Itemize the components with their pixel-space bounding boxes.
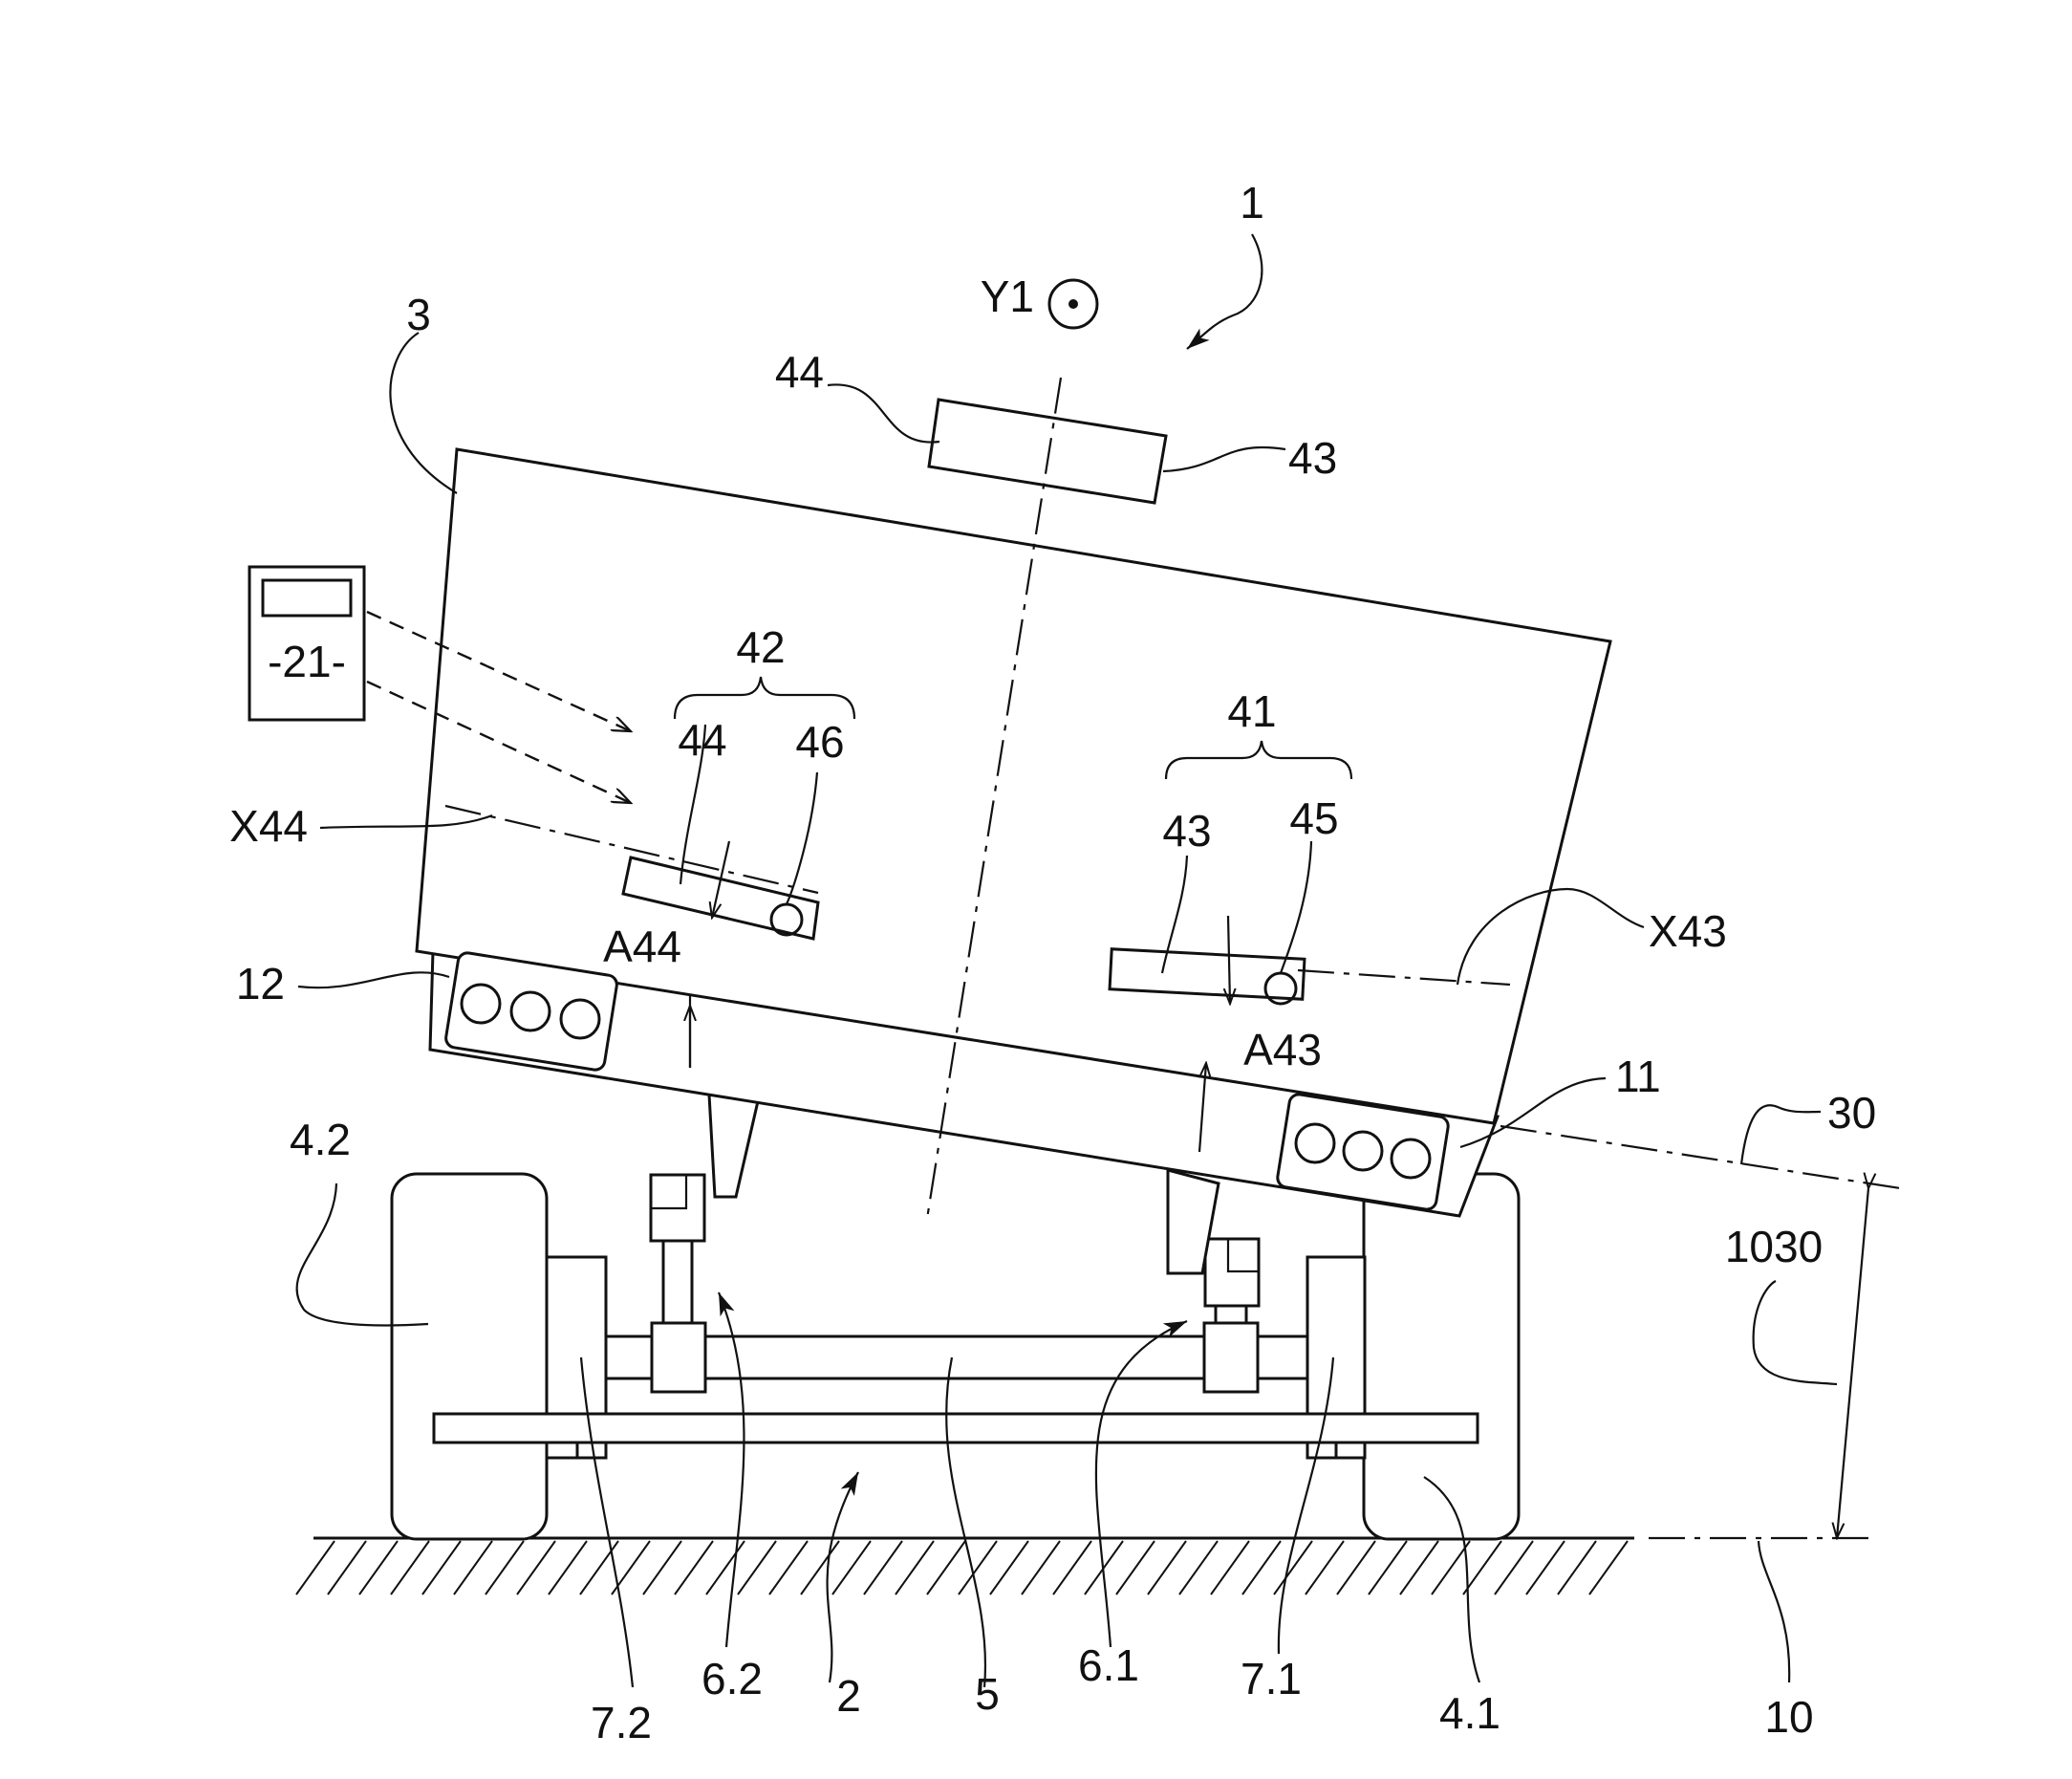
label-5: 5 [975, 1669, 1000, 1719]
hatch-stroke [643, 1541, 681, 1595]
label-3: 3 [406, 290, 431, 339]
label-43-top: 43 [1288, 433, 1337, 483]
hatch-stroke [328, 1541, 366, 1595]
axle-tube-5 [606, 1336, 1307, 1378]
leader-43-top [1163, 447, 1285, 471]
label-1: 1 [1240, 178, 1264, 228]
ground-hatching [296, 1541, 1628, 1595]
label-44-top: 44 [775, 347, 824, 397]
label-a44: A44 [603, 922, 681, 971]
label-x43: X43 [1649, 906, 1727, 956]
label-a43: A43 [1243, 1025, 1322, 1074]
actuator-6-1-base [1204, 1323, 1258, 1392]
hatch-stroke [1495, 1541, 1533, 1595]
hatch-stroke [1337, 1541, 1375, 1595]
hatch-stroke [864, 1541, 902, 1595]
label-10: 10 [1764, 1692, 1813, 1742]
hatch-stroke [675, 1541, 713, 1595]
label-11: 11 [1615, 1052, 1661, 1101]
hatch-stroke [738, 1541, 776, 1595]
label-46: 46 [795, 717, 844, 767]
hatch-stroke [896, 1541, 934, 1595]
hatch-stroke [1306, 1541, 1344, 1595]
bracket-6-2 [709, 1095, 758, 1197]
label-6-2: 6.2 [701, 1654, 763, 1703]
hatch-stroke [990, 1541, 1028, 1595]
leader-30 [1741, 1105, 1821, 1164]
label-42: 42 [736, 622, 785, 672]
leader-12 [298, 972, 449, 987]
leader-3 [390, 333, 457, 493]
hatch-stroke [1558, 1541, 1596, 1595]
hatch-stroke [517, 1541, 555, 1595]
sensor-box-top [929, 400, 1166, 503]
leader-2 [828, 1472, 858, 1682]
hatch-stroke [1116, 1541, 1155, 1595]
hatch-stroke [801, 1541, 839, 1595]
leader-1 [1187, 234, 1262, 349]
hatch-stroke [1053, 1541, 1091, 1595]
hatch-stroke [422, 1541, 461, 1595]
label-30: 30 [1827, 1088, 1876, 1138]
label-41: 41 [1227, 686, 1276, 736]
remote-label: -21- [268, 637, 346, 686]
leader-44-top [828, 384, 939, 442]
hub-7-1-foot [1307, 1443, 1336, 1458]
hatch-stroke [1211, 1541, 1249, 1595]
actuator-6-2-base [652, 1323, 705, 1392]
vehicle-body-3 [417, 400, 1610, 1216]
hatch-stroke [1022, 1541, 1060, 1595]
hatch-stroke [1369, 1541, 1407, 1595]
hatch-stroke [549, 1541, 587, 1595]
hatch-stroke [486, 1541, 524, 1595]
actuator-6-1-rod [1216, 1306, 1246, 1323]
label-y1: Y1 [981, 271, 1034, 321]
label-43-right: 43 [1162, 806, 1211, 856]
label-7-1: 7.1 [1241, 1654, 1302, 1703]
hatch-stroke [706, 1541, 745, 1595]
label-x44: X44 [229, 801, 308, 851]
label-7-2: 7.2 [591, 1698, 652, 1747]
hatch-stroke [296, 1541, 335, 1595]
actuator-6-2-rod [663, 1241, 692, 1323]
label-4-1: 4.1 [1439, 1688, 1500, 1738]
label-44-left: 44 [678, 715, 726, 765]
leader-1030 [1754, 1281, 1837, 1384]
hatch-stroke [1589, 1541, 1628, 1595]
wheel-4-1 [1364, 1174, 1519, 1539]
label-45: 45 [1289, 793, 1338, 843]
hatch-stroke [959, 1541, 997, 1595]
label-6-1: 6.1 [1078, 1640, 1139, 1690]
hatch-stroke [1463, 1541, 1501, 1595]
hatch-stroke [1242, 1541, 1281, 1595]
wheel-4-2 [392, 1174, 547, 1539]
hatch-stroke [832, 1541, 871, 1595]
hatch-stroke [391, 1541, 429, 1595]
label-4-2: 4.2 [290, 1115, 351, 1164]
hatch-stroke [1526, 1541, 1565, 1595]
hatch-stroke [769, 1541, 808, 1595]
label-1030: 1030 [1725, 1222, 1823, 1271]
dimension-1030 [1837, 1188, 1868, 1538]
y1-axis-dot [1068, 299, 1078, 309]
hatch-stroke [454, 1541, 492, 1595]
hatch-stroke [580, 1541, 618, 1595]
hatch-stroke [927, 1541, 965, 1595]
hatch-stroke [1179, 1541, 1218, 1595]
leader-10 [1759, 1541, 1789, 1682]
label-2: 2 [836, 1671, 861, 1721]
hatch-stroke [1400, 1541, 1438, 1595]
hatch-stroke [359, 1541, 398, 1595]
label-12: 12 [236, 959, 285, 1009]
hatch-stroke [1148, 1541, 1186, 1595]
leader-5 [946, 1357, 985, 1687]
remote-screen [263, 580, 351, 616]
